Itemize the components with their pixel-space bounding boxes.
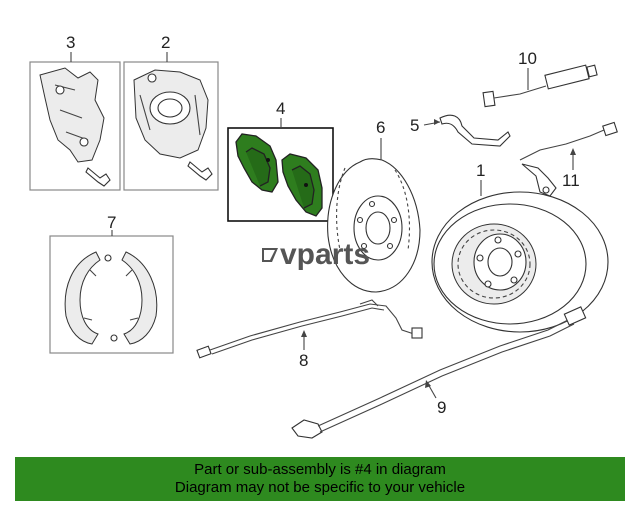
callout-1[interactable]: 1 xyxy=(476,161,485,180)
part-4-brake-pad-set[interactable] xyxy=(227,127,334,222)
callout-2[interactable]: 2 xyxy=(161,33,170,52)
info-banner: Part or sub-assembly is #4 in diagram Di… xyxy=(15,457,625,501)
callout-9[interactable]: 9 xyxy=(437,398,446,417)
banner-line-1: Part or sub-assembly is #4 in diagram xyxy=(194,461,446,478)
part-2-caliper[interactable] xyxy=(123,61,219,191)
part-5-sensor-clip[interactable] xyxy=(439,114,511,147)
part-6-dust-shield[interactable] xyxy=(327,158,421,293)
watermark-text: vparts xyxy=(280,238,370,271)
part-7-parking-brake-shoes[interactable] xyxy=(49,235,174,354)
part-3-caliper-bracket[interactable] xyxy=(29,61,121,191)
callout-7[interactable]: 7 xyxy=(107,213,116,232)
part-1-brake-rotor[interactable] xyxy=(431,191,609,333)
callout-11[interactable]: 11 xyxy=(562,171,580,190)
callout-5[interactable]: 5 xyxy=(410,116,419,135)
callout-8[interactable]: 8 xyxy=(299,351,308,370)
callout-4[interactable]: 4 xyxy=(276,99,285,118)
part-11-wheel-speed-sensor[interactable] xyxy=(519,121,618,197)
callout-10[interactable]: 10 xyxy=(518,49,537,68)
callout-3[interactable]: 3 xyxy=(66,33,75,52)
vparts-logo: vparts xyxy=(262,238,370,271)
banner-line-2: Diagram may not be specific to your vehi… xyxy=(174,479,466,496)
part-9-parking-brake-cable[interactable] xyxy=(291,306,587,439)
parts-diagram: 3 2 4 6 xyxy=(29,33,618,439)
part-10-wear-sensor[interactable] xyxy=(482,64,598,108)
part-8-brake-line[interactable] xyxy=(196,299,423,359)
callout-6[interactable]: 6 xyxy=(376,118,385,137)
